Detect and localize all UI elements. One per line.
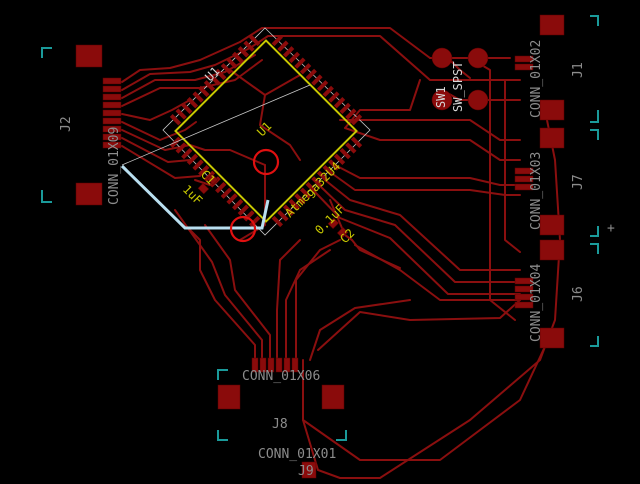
j1-courtyard-tr <box>590 15 599 26</box>
j1-courtyard-br <box>590 110 599 123</box>
j1-mount-pad-bottom[interactable] <box>539 99 565 121</box>
j6-mount-pad-bottom[interactable] <box>539 327 565 349</box>
j8-signal-pads <box>251 357 299 373</box>
j6-courtyard-br <box>590 336 599 347</box>
switch-sw1[interactable]: SW1 SW_SPST <box>431 47 489 112</box>
sw1-pad-2[interactable] <box>467 47 489 69</box>
j9-value-label: CONN_01X01 <box>258 447 336 462</box>
u1-body <box>169 34 363 228</box>
j6-pin-2 <box>514 285 534 293</box>
j1-value-label: CONN_01X02 <box>529 40 544 118</box>
connector-j2[interactable]: J2 CONN_01X09 <box>41 44 122 206</box>
j6-pin-1 <box>514 277 534 285</box>
j1-mount-pad-top[interactable] <box>539 14 565 36</box>
j2-mount-pad-bottom[interactable] <box>75 182 103 206</box>
j8-courtyard-bl <box>217 430 228 441</box>
connector-j8[interactable]: CONN_01X06 J8 <box>217 357 347 441</box>
j2-courtyard-bl <box>41 190 52 203</box>
crosshair-cursor-icon: + <box>607 221 615 236</box>
j7-pin-1 <box>514 167 534 175</box>
capacitor-c2[interactable]: 0.1uF C2 <box>312 202 357 246</box>
j2-ref-label: J2 <box>59 116 74 132</box>
j1-pin-2 <box>514 63 534 71</box>
drc-marker-1[interactable] <box>252 148 280 176</box>
j7-mount-pad-top[interactable] <box>539 127 565 149</box>
j9-ref-label: J9 <box>298 464 314 479</box>
j2-value-label: CONN_01X09 <box>107 127 122 205</box>
j1-pin-1 <box>514 55 534 63</box>
j8-courtyard-tl <box>217 369 228 380</box>
sw1-pad-4[interactable] <box>467 89 489 111</box>
ratsnest-lines <box>120 84 311 230</box>
j2-courtyard-tl <box>41 47 52 58</box>
j9-pad-1[interactable] <box>301 461 317 479</box>
j7-mount-pad-bottom[interactable] <box>539 214 565 236</box>
j6-courtyard-tr <box>590 243 599 254</box>
j2-signal-pads <box>102 77 122 149</box>
connector-j7[interactable]: J7 CONN_01X03 <box>514 127 599 237</box>
j2-mount-pad-top[interactable] <box>75 44 103 68</box>
j6-pin-4 <box>514 301 534 309</box>
j8-mount-pad-left[interactable] <box>217 384 241 410</box>
drc-marker-2[interactable] <box>229 215 257 243</box>
j7-courtyard-tr <box>590 129 599 140</box>
sw1-pad-1[interactable] <box>431 47 453 69</box>
j6-mount-pad-top[interactable] <box>539 239 565 261</box>
sw1-ref-label: SW1 <box>434 86 448 108</box>
j7-ref-label: J7 <box>571 174 586 190</box>
j7-courtyard-br <box>590 226 599 237</box>
j7-pin-2 <box>514 175 534 183</box>
j8-ref-label: J8 <box>272 417 288 432</box>
j8-mount-pad-right[interactable] <box>321 384 345 410</box>
j6-value-label: CONN_01X04 <box>529 264 544 342</box>
j7-pin-3 <box>514 183 534 191</box>
j8-courtyard-br <box>336 430 347 441</box>
connector-j6[interactable]: J6 CONN_01X04 <box>514 239 599 349</box>
sw1-value-label: SW_SPST <box>451 61 465 112</box>
j6-ref-label: J6 <box>571 286 586 302</box>
j8-value-label: CONN_01X06 <box>242 369 320 384</box>
j6-pin-3 <box>514 293 534 301</box>
j7-value-label: CONN_01X03 <box>529 152 544 230</box>
j1-ref-label: J1 <box>571 62 586 78</box>
sw1-pad-3[interactable] <box>431 89 453 111</box>
connector-j9[interactable]: CONN_01X01 J9 <box>258 447 336 479</box>
copper-traces <box>121 27 561 479</box>
connector-j1[interactable]: J1 CONN_01X02 <box>514 14 599 123</box>
u1-ref-fab-label: U1 <box>254 119 274 139</box>
